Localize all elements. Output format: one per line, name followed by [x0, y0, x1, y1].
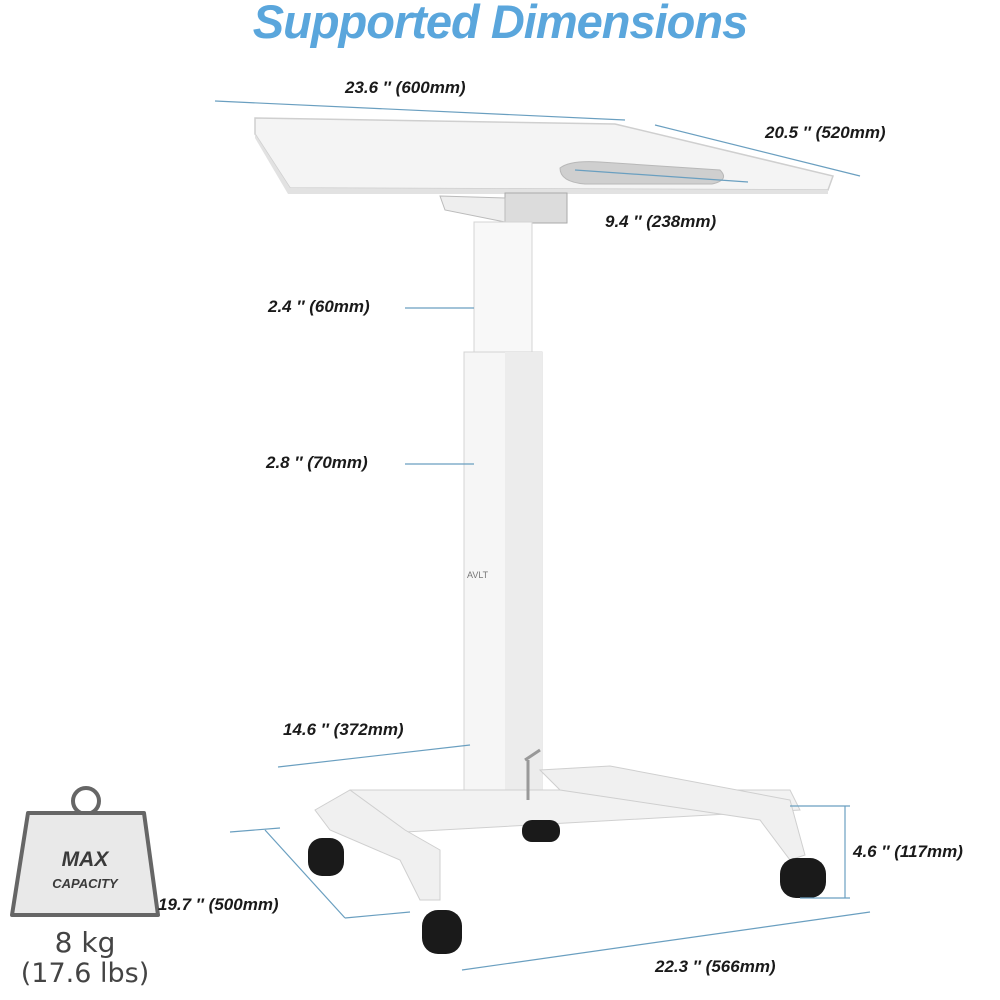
brand-logo: AVLT [467, 570, 489, 580]
tray-groove [559, 161, 725, 185]
weight-icon [10, 786, 160, 917]
tilt-mechanism [504, 192, 568, 224]
base-foot-right [538, 765, 806, 861]
capacity-label-top: MAX [61, 848, 109, 871]
capacity-lbs: (17.6 lbs) [20, 958, 150, 989]
title: Supported Dimensions [252, 0, 748, 48]
caster-wheels [308, 820, 826, 954]
dim-base-width: 22.3 ″ (566mm) [655, 957, 776, 976]
dim-foot-height: 4.6 ″ (117mm) [853, 842, 963, 861]
dim-base-depth: 19.7 ″ (500mm) [158, 895, 279, 914]
dim-desk-depth: 20.5 ″ (520mm) [765, 123, 886, 142]
dim-tray-width: 9.4 ″ (238mm) [605, 212, 717, 231]
base-foot-left [314, 789, 441, 901]
tabletop [254, 117, 834, 191]
dim-upper-column: 2.4 ″ (60mm) [268, 297, 370, 316]
dim-base-inner: 14.6 ″ (372mm) [283, 720, 404, 739]
upper-column [473, 221, 533, 353]
dimension-lines [214, 100, 871, 971]
capacity-kg: 8 kg [54, 926, 116, 959]
capacity-label-bottom: CAPACITY [52, 876, 118, 891]
dim-desk-width: 23.6 ″ (600mm) [345, 78, 466, 97]
dim-lower-column: 2.8 ″ (70mm) [266, 453, 368, 472]
